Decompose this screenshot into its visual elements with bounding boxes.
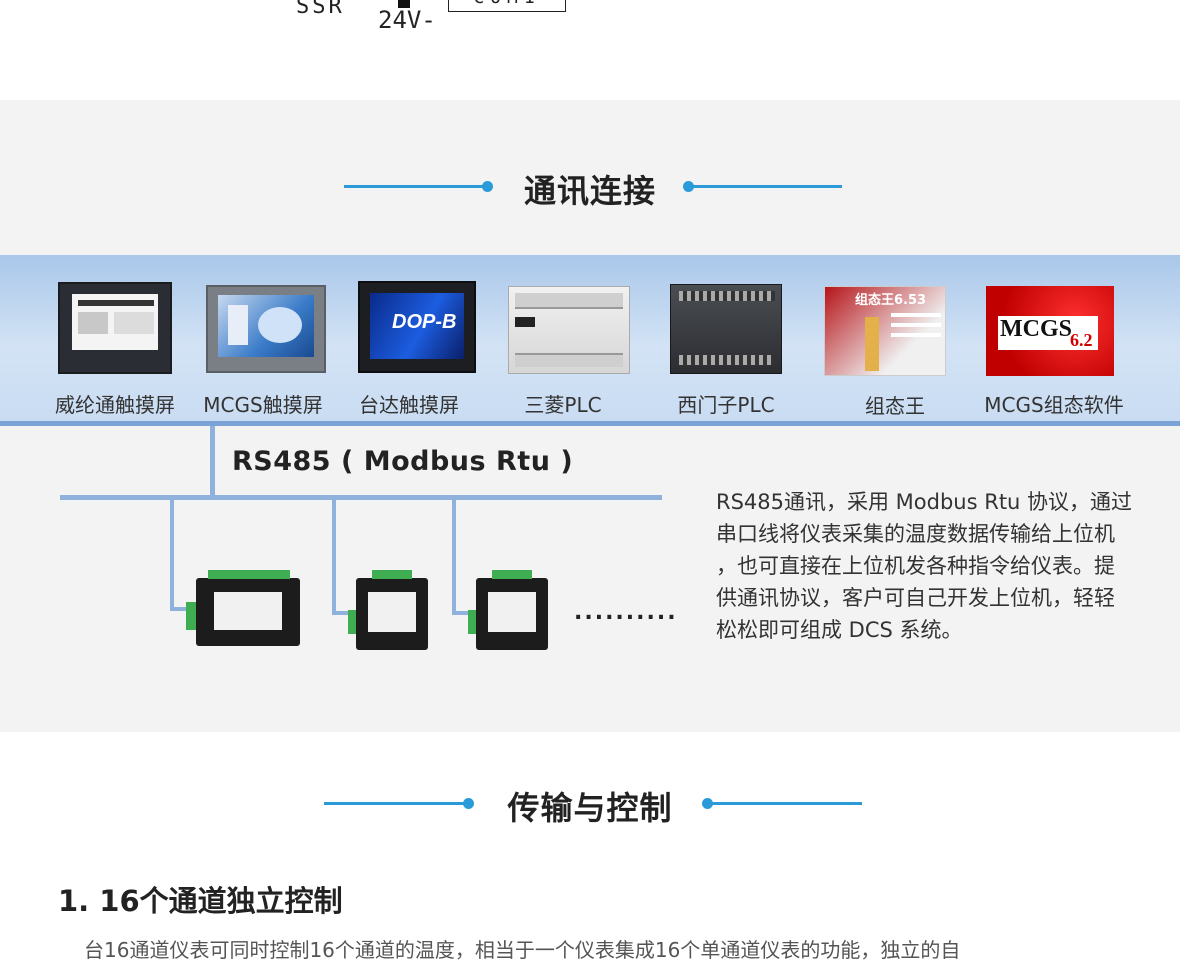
title2-deco-dot-left bbox=[463, 798, 474, 809]
comm-description-line: 供通讯协议，客户可自己开发上位机，轻轻 bbox=[716, 586, 1115, 610]
weinview-screen-image bbox=[58, 282, 172, 374]
mitsubishi-plc-image bbox=[508, 286, 630, 374]
control-subtitle: 1. 16个通道独立控制 bbox=[58, 884, 343, 918]
mcgs-screen-image bbox=[206, 285, 326, 373]
delta-screen-logo: DOP-B bbox=[392, 311, 457, 333]
comm-section-title: 通讯连接 bbox=[523, 172, 656, 210]
control-description-cut: 台16通道仪表可同时控制16个通道的温度，相当于一个仪表集成16个单通道仪表的功… bbox=[84, 938, 961, 962]
device-label-siemens: 西门子PLC bbox=[677, 393, 775, 417]
device-label-kingview: 组态王 bbox=[865, 394, 925, 418]
device-label-delta: 台达触摸屏 bbox=[359, 393, 459, 417]
device-label-mcgs-screen: MCGS触摸屏 bbox=[203, 393, 323, 417]
title2-deco-dot-right bbox=[702, 798, 713, 809]
comm-description-line: ，也可直接在上位机发各种指令给仪表。提 bbox=[716, 554, 1115, 578]
device-label-mcgs-software: MCGS组态软件 bbox=[984, 393, 1124, 417]
bus-riser-line bbox=[210, 426, 215, 496]
kingview-software-image: 组态王6.53 bbox=[824, 286, 946, 376]
comm-description-line: 串口线将仪表采集的温度数据传输给上位机 bbox=[716, 522, 1115, 546]
mcgs-software-image: MCGS 6.2 bbox=[986, 286, 1114, 376]
rs485-bus-line bbox=[60, 495, 662, 500]
voltage-label: 24V- bbox=[378, 6, 436, 34]
instrument-module-3 bbox=[476, 570, 548, 650]
comm-description-line: RS485通讯，采用 Modbus Rtu 协议，通过 bbox=[716, 490, 1133, 514]
instrument-module-1 bbox=[196, 570, 300, 646]
title-deco-line-left bbox=[344, 185, 484, 188]
ssr-label: SSR bbox=[296, 0, 345, 19]
comm-description-line: 松松即可组成 DCS 系统。 bbox=[716, 618, 963, 642]
com-label: COM1 bbox=[448, 0, 566, 12]
siemens-plc-image bbox=[670, 284, 782, 374]
instrument-module-2 bbox=[356, 570, 428, 650]
title-deco-line-right bbox=[692, 185, 842, 188]
title2-deco-line-right bbox=[712, 802, 862, 805]
device-label-mitsubishi: 三菱PLC bbox=[524, 393, 602, 417]
title-deco-dot-right bbox=[683, 181, 694, 192]
terminal-block-icon bbox=[398, 0, 410, 8]
title2-deco-line-left bbox=[324, 802, 464, 805]
control-section-title: 传输与控制 bbox=[507, 789, 673, 827]
title-deco-dot-left bbox=[482, 181, 493, 192]
mcgs-logo-version: 6.2 bbox=[1070, 330, 1093, 350]
device-label-weinview: 威纶通触摸屏 bbox=[55, 393, 175, 417]
delta-screen-image: DOP-B bbox=[358, 281, 476, 373]
rs485-bus-label: RS485 ( Modbus Rtu ) bbox=[232, 446, 574, 477]
device-band-bottom-line bbox=[0, 421, 1180, 426]
more-modules-indicator: .......... bbox=[574, 600, 678, 625]
kingview-title: 组态王6.53 bbox=[855, 293, 927, 308]
drop-line-1 bbox=[170, 500, 174, 610]
drop-line-3 bbox=[452, 500, 456, 614]
comm-description: RS485通讯，采用 Modbus Rtu 协议，通过 串口线将仪表采集的温度数… bbox=[716, 486, 1156, 646]
mcgs-logo-text: MCGS bbox=[1000, 316, 1072, 342]
top-diagram-fragment: SSR 24V- COM1 bbox=[0, 0, 1180, 100]
drop-line-2 bbox=[332, 500, 336, 614]
